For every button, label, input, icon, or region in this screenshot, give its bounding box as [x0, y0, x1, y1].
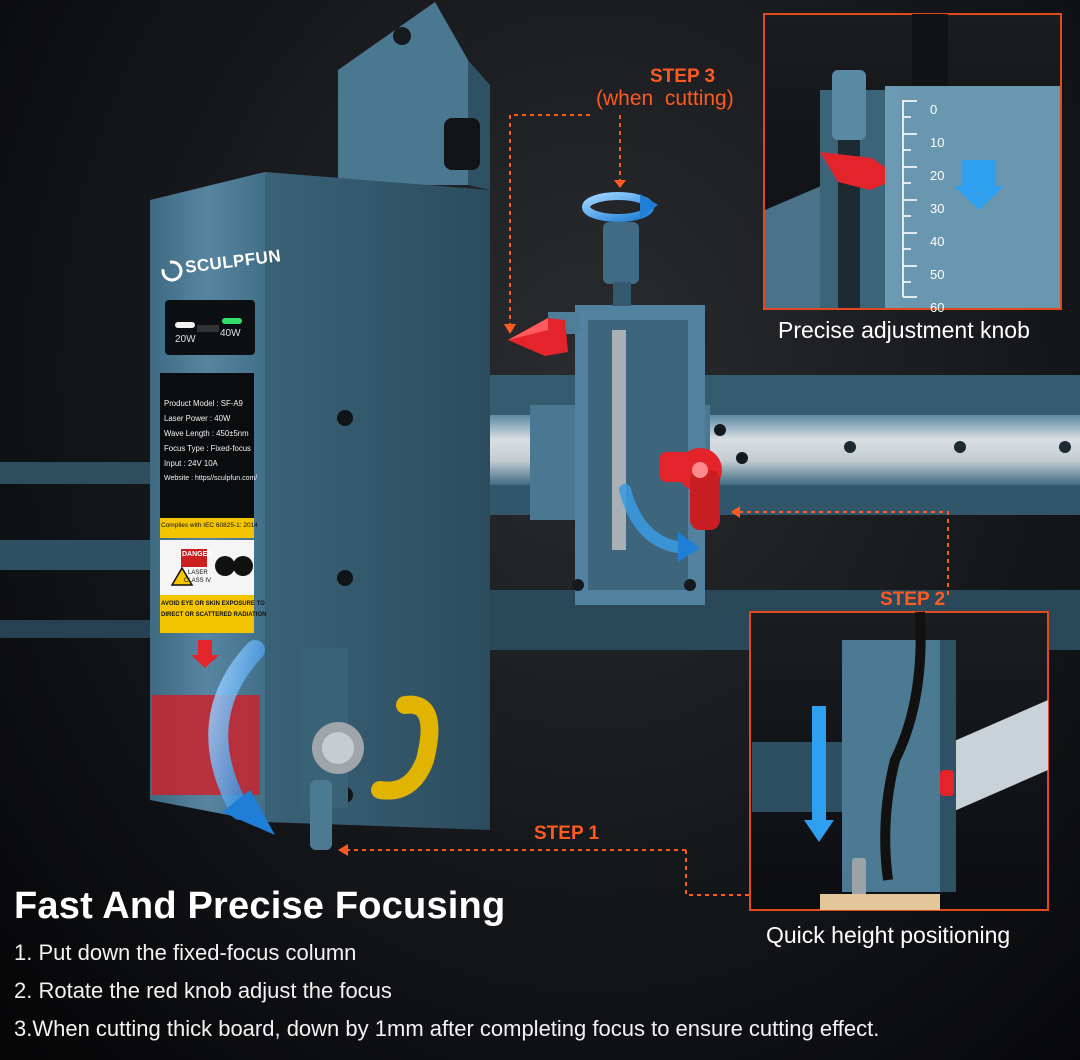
spec-input: Input : 24V 10A [164, 459, 218, 468]
step2-tag: STEP 2 [880, 589, 946, 610]
danger-warning-line-1: AVOID EYE OR SKIN EXPOSURE TO [161, 601, 265, 607]
ruler-label-30: 30 [930, 201, 945, 216]
step3-tag: STEP 3 [650, 66, 716, 87]
ruler-label-0: 0 [930, 102, 938, 117]
power-high-label: 40W [220, 328, 241, 339]
compliance-text: Complies with IEC 60825-1: 2014 [161, 522, 258, 529]
spec-website: Website : https//sculpfun.com/ [164, 475, 258, 482]
step3-subtag: (when cutting) [596, 87, 734, 110]
danger-title: DANGER [182, 551, 213, 558]
danger-warning-line-2: DIRECT OR SCATTERED RADIATION [161, 612, 267, 618]
ruler-label-10: 10 [930, 135, 945, 150]
ruler-label-20: 20 [930, 168, 945, 183]
ruler-labels: 0 10 20 30 40 50 60 [930, 93, 944, 324]
step1-leader-line [346, 849, 750, 896]
power-switch-panel [165, 300, 255, 355]
rotate-arrow-column-icon [208, 640, 275, 835]
power-low-label: 20W [175, 334, 196, 345]
step2-arrow-tip-icon [731, 506, 740, 518]
instruction-1: 1. Put down the fixed-focus column [14, 940, 357, 965]
caption-height-positioning: Quick height positioning [766, 922, 1011, 948]
sculpfun-logo-icon [161, 260, 183, 282]
ruler-scale [902, 100, 917, 298]
spec-wavelength: Wave Length : 450±5nm [164, 429, 249, 438]
step1-arrow-tip-icon [338, 844, 348, 856]
rotate-arrow-top-icon [582, 192, 658, 222]
red-focus-knob [660, 448, 722, 530]
step2-leader-line [738, 511, 949, 595]
spec-label [160, 373, 254, 633]
spec-focus-type: Focus Type : Fixed-focus [164, 444, 251, 453]
danger-class-line-1: LASER [188, 570, 208, 576]
spec-power: Laser Power : 40W [164, 414, 231, 423]
step3-arrow-tip-left-icon [504, 324, 516, 334]
step3-leader-line [509, 114, 621, 328]
spec-label-text: Product Model : SF-A9 Laser Power : 40W … [164, 396, 258, 486]
headline: Fast And Precise Focusing [14, 885, 506, 927]
step3-arrow-tip-icon [614, 180, 626, 188]
instruction-2: 2. Rotate the red knob adjust the focus [14, 978, 392, 1003]
danger-class-line-2: CLASS IV [184, 578, 212, 584]
red-adjust-knob-top [508, 318, 568, 356]
ruler-label-50: 50 [930, 267, 945, 282]
instruction-3: 3.When cutting thick board, down by 1mm … [14, 1016, 880, 1041]
spec-model: Product Model : SF-A9 [164, 399, 243, 408]
caption-adjustment-knob: Precise adjustment knob [778, 317, 1030, 343]
inset-adjustment-knob [763, 13, 1062, 310]
step1-tag: STEP 1 [534, 823, 600, 844]
inset-height-positioning [749, 611, 1049, 911]
rotate-arrow-knob-icon [619, 484, 700, 562]
ruler-label-60: 60 [930, 300, 945, 315]
ruler-label-40: 40 [930, 234, 945, 249]
